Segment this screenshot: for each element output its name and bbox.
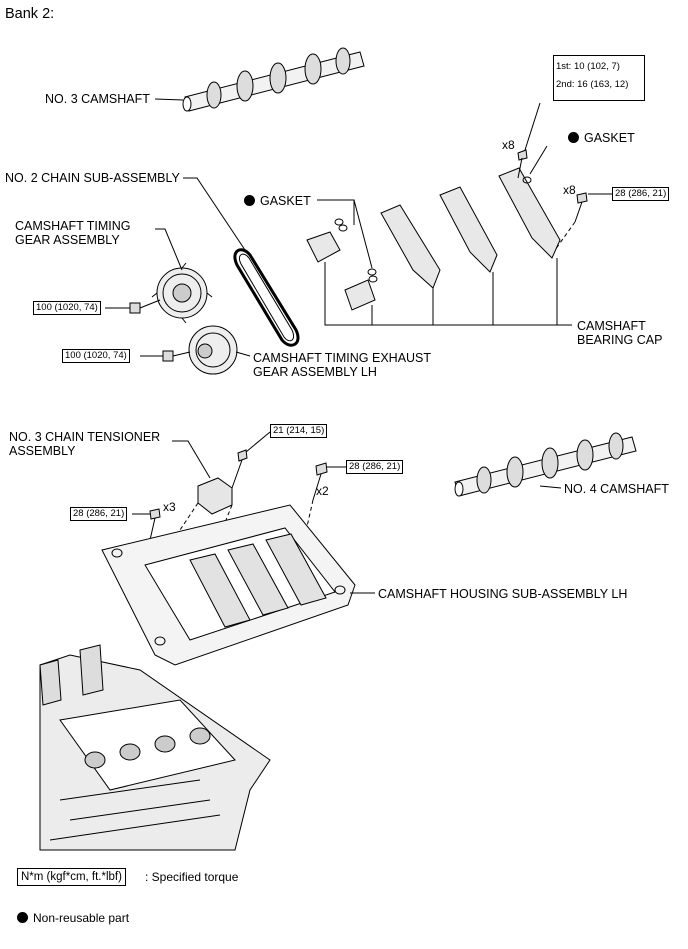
label-no3-chain-tensioner-line2: ASSEMBLY (9, 444, 76, 458)
count-bearing-side: x8 (563, 183, 576, 197)
label-gasket-middle: GASKET (244, 194, 311, 208)
no2-chain-drawing (233, 248, 300, 347)
label-camshaft-timing-gear-line1: CAMSHAFT TIMING (15, 219, 131, 233)
torque-housing-left: 28 (286, 21) (70, 507, 128, 521)
torque-gear-intake: 100 (1020, 74) (33, 301, 101, 315)
chain-tensioner-drawing (197, 477, 233, 515)
torque-bearing-side: 28 (286, 21) (612, 187, 670, 201)
label-bearing-cap-line1: CAMSHAFT (577, 319, 646, 333)
exhaust-gear-drawing (188, 325, 238, 375)
camshaft-housing-drawing (101, 504, 356, 666)
bearing-cap-drawings (306, 167, 561, 311)
no4-camshaft-drawing (454, 432, 637, 497)
torque-box-bearing-bolt: 1st: 10 (102, 7) 2nd: 16 (163, 12) (553, 55, 645, 101)
label-no3-chain-tensioner-line1: NO. 3 CHAIN TENSIONER (9, 430, 161, 444)
label-no2-chain-sub-assembly: NO. 2 CHAIN SUB-ASSEMBLY (5, 171, 180, 185)
count-bearing-top: x8 (502, 138, 515, 152)
label-bearing-cap-line2: BEARING CAP (577, 333, 663, 347)
label-camshaft-timing-gear-line2: GEAR ASSEMBLY (15, 233, 120, 247)
label-gasket-top: GASKET (568, 131, 635, 145)
non-reusable-dot-icon (244, 195, 255, 206)
torque-bearing-1st: 1st: 10 (102, 7) (556, 61, 620, 72)
no3-camshaft-drawing (182, 47, 365, 112)
torque-gear-exhaust: 100 (1020, 74) (62, 349, 130, 363)
legend-torque-description: : Specified torque (145, 870, 239, 884)
non-reusable-dot-icon (568, 132, 579, 143)
legend-torque-unit-box: N*m (kgf*cm, ft.*lbf) (17, 868, 126, 886)
label-camshaft-timing-exhaust-line2: GEAR ASSEMBLY LH (253, 365, 377, 379)
timing-gear-drawing (151, 262, 213, 324)
label-no3-camshaft: NO. 3 CAMSHAFT (45, 92, 150, 106)
label-no4-camshaft: NO. 4 CAMSHAFT (564, 482, 669, 496)
torque-tensioner: 21 (214, 15) (270, 424, 328, 438)
count-housing-right: x2 (316, 484, 329, 498)
page-title: Bank 2: (5, 6, 55, 22)
engine-block-drawing (39, 644, 271, 851)
torque-housing-right: 28 (286, 21) (346, 460, 404, 474)
torque-bearing-2nd: 2nd: 16 (163, 12) (556, 79, 629, 90)
count-housing-left: x3 (163, 500, 176, 514)
label-camshaft-housing-sub-assembly: CAMSHAFT HOUSING SUB-ASSEMBLY LH (378, 587, 628, 601)
legend-non-reusable: Non-reusable part (17, 911, 129, 925)
non-reusable-dot-icon (17, 912, 28, 923)
label-camshaft-timing-exhaust-line1: CAMSHAFT TIMING EXHAUST (253, 351, 432, 365)
